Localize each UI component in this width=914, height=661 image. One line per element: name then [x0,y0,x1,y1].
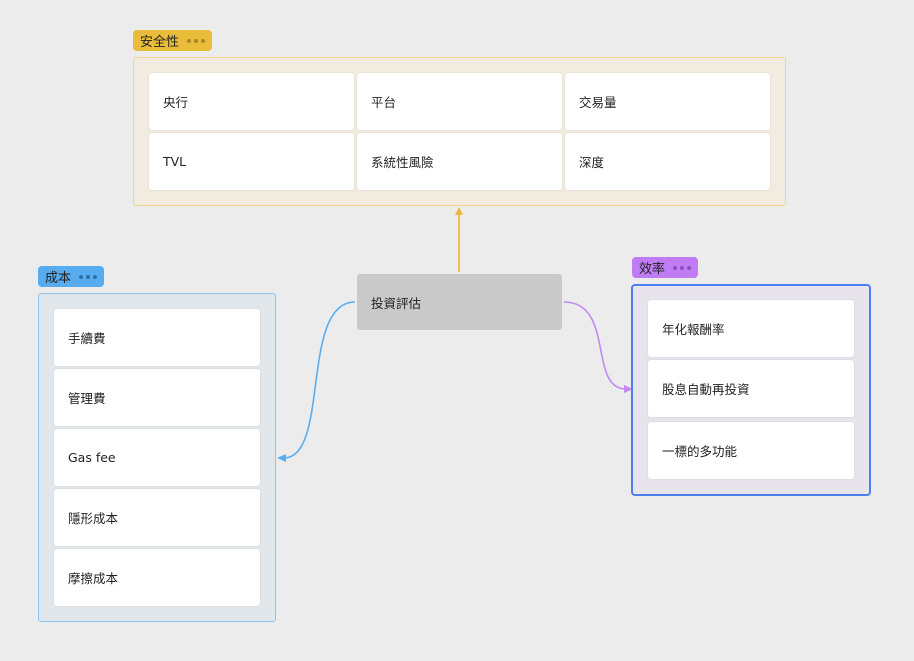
safety-item[interactable]: 深度 [565,133,770,190]
arrowhead-safety [455,207,463,215]
item-label: 交易量 [579,95,617,110]
item-label: 平台 [371,95,397,110]
efficiency-item[interactable]: 一標的多功能 [648,422,854,479]
item-label: 摩擦成本 [68,571,119,586]
group-safety-tag[interactable]: 安全性 [133,30,213,51]
item-label: 一標的多功能 [662,444,738,459]
cost-item[interactable]: 手續費 [54,309,260,366]
item-label: Gas fee [68,450,116,465]
item-label: 年化報酬率 [662,322,725,337]
item-label: 深度 [579,155,605,170]
item-label: 手續費 [68,331,106,346]
safety-item[interactable]: 央行 [149,73,354,130]
safety-item[interactable]: 系統性風險 [357,133,562,190]
item-label: TVL [163,154,187,169]
group-cost-tag[interactable]: 成本 [38,266,105,287]
edge-to-cost [283,301,356,459]
edge-to-efficiency [563,301,627,390]
arrowhead-cost [277,454,286,462]
group-safety-label: 安全性 [140,35,180,50]
cost-item[interactable]: 管理費 [54,369,260,426]
cost-item[interactable]: 隱形成本 [54,489,260,546]
group-efficiency-tag[interactable]: 效率 [632,257,699,278]
safety-item[interactable]: 平台 [357,73,562,130]
efficiency-item[interactable]: 股息自動再投資 [648,360,854,417]
item-label: 管理費 [68,391,106,406]
group-cost-label: 成本 [45,271,72,286]
cost-item[interactable]: Gas fee [54,429,260,486]
safety-item[interactable]: 交易量 [565,73,770,130]
more-options-icon[interactable] [79,274,98,279]
cost-item[interactable]: 摩擦成本 [54,549,260,606]
center-label: 投資評估 [371,295,422,311]
more-options-icon[interactable] [187,38,206,43]
center-node[interactable]: 投資評估 [357,274,562,330]
efficiency-item[interactable]: 年化報酬率 [648,300,854,357]
item-label: 央行 [163,95,189,110]
arrowhead-efficiency [624,385,633,393]
item-label: 股息自動再投資 [662,382,750,397]
more-options-icon[interactable] [673,265,692,270]
group-efficiency-label: 效率 [639,262,666,277]
item-label: 隱形成本 [68,511,119,526]
item-label: 系統性風險 [371,155,434,170]
safety-item[interactable]: TVL [149,133,354,190]
